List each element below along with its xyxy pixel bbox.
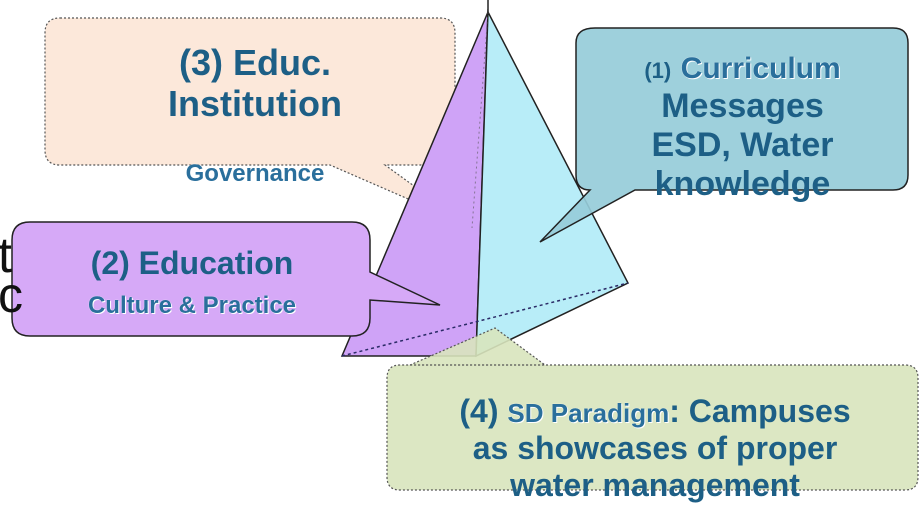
curriculum-line-messages: Messages	[661, 87, 824, 126]
institution-subtitle: Governance	[185, 160, 325, 187]
background-letters-fragment-2: c	[0, 267, 23, 323]
institution-title: (3) Educ. Institution	[95, 42, 415, 125]
curriculum-number: (1)	[644, 58, 672, 83]
pyramid-hidden-edge-2	[471, 11, 489, 229]
curriculum-line-esd-water: ESD, Water	[651, 126, 834, 165]
background-letters-fragment: t	[0, 227, 12, 283]
paradigm-line2: as showcases of proper	[472, 429, 838, 466]
curriculum-title: Curriculum	[680, 52, 841, 85]
curriculum-callout-bubble	[539, 27, 909, 243]
paradigm-keyword: SD Paradigm	[507, 398, 670, 428]
paradigm-number: (4)	[459, 393, 499, 429]
pyramid-hidden-edge	[341, 282, 629, 357]
education-subtitle: Culture & Practice	[87, 292, 297, 319]
institution-title-line1: (3) Educ.	[178, 42, 331, 83]
paradigm-rest: : Campuses	[669, 393, 851, 429]
curriculum-line-knowledge: knowledge	[654, 165, 831, 204]
education-callout-bubble	[11, 221, 441, 337]
curriculum-title-line: (1) Curriculum	[580, 48, 905, 87]
pyramid-right-face	[475, 9, 630, 358]
paradigm-callout-bubble	[386, 327, 919, 491]
institution-callout-bubble	[44, 17, 469, 226]
paradigm-text: (4) SD Paradigm: Campuses as showcases o…	[395, 393, 915, 503]
education-title: (2) Education	[90, 245, 294, 281]
curriculum-text: (1) Curriculum Messages ESD, Water knowl…	[580, 48, 905, 204]
paradigm-line1: (4) SD Paradigm: Campuses	[395, 393, 915, 430]
institution-title-line2: Institution	[168, 83, 342, 125]
paradigm-line3: water management	[510, 466, 800, 503]
